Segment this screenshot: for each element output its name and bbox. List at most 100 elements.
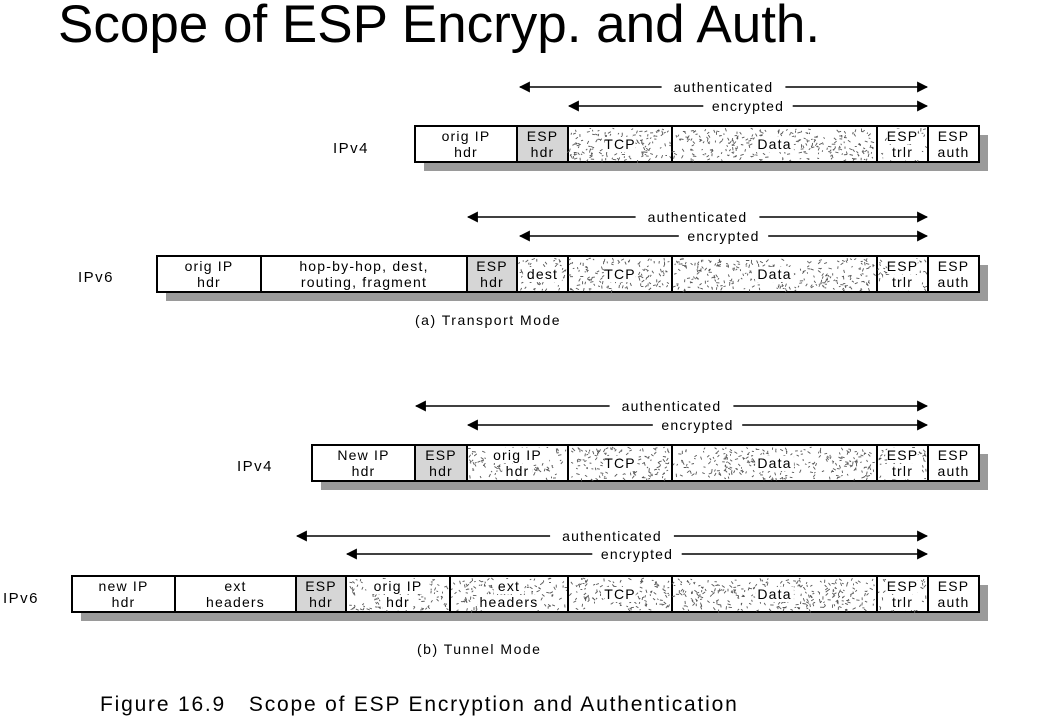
transport-mode-caption: (a) Transport Mode [415, 312, 561, 328]
field-text: ESP [305, 578, 337, 594]
field-text: hdr [197, 274, 221, 290]
field-text: headers [206, 594, 265, 610]
field-text: hdr [454, 144, 478, 160]
field-text: hdr [309, 594, 333, 610]
authenticated-arrow: authenticated [414, 398, 929, 414]
field-text: routing, fragment [301, 274, 427, 290]
field-text: Data [757, 586, 791, 602]
field-text: TCP [604, 586, 636, 602]
field-text: hdr [429, 463, 453, 479]
field-text: ESP [938, 578, 970, 594]
field-text: hdr [352, 463, 376, 479]
authenticated-arrow: authenticated [518, 79, 929, 95]
field-tcp: TCP [567, 444, 673, 482]
field-text: ext [498, 578, 520, 594]
field-text: ESP [887, 447, 919, 463]
row-label-ipv4: IPv4 [237, 458, 273, 475]
figure-caption: Figure 16.9 Scope of ESP Encryption and … [100, 693, 739, 716]
field-text: ESP [476, 258, 508, 274]
encrypted-arrow-label: encrypted [712, 98, 784, 114]
field-text: ESP [887, 578, 919, 594]
authenticated-arrow-label: authenticated [674, 79, 774, 95]
field-text: orig IP [374, 578, 423, 594]
field-hop-by-hop-dest-routing-fragment: hop-by-hop, dest,routing, fragment [260, 255, 468, 293]
field-dest: dest [516, 255, 569, 293]
authenticated-arrow-label: authenticated [648, 209, 748, 225]
field-text: New IP [337, 447, 389, 463]
field-text: trlr [892, 144, 913, 160]
field-text: hdr [386, 594, 410, 610]
field-text: TCP [604, 455, 636, 471]
row-label-ipv4: IPv4 [333, 140, 369, 157]
field-text: orig IP [442, 128, 491, 144]
field-text: trlr [892, 463, 913, 479]
field-data: Data [671, 125, 878, 163]
field-text: new IP [99, 578, 149, 594]
encrypted-arrow-label: encrypted [661, 417, 733, 433]
field-text: ESP [938, 447, 970, 463]
row-label-ipv6: IPv6 [78, 269, 114, 286]
field-text: ESP [887, 258, 919, 274]
field-text: hdr [112, 594, 136, 610]
field-text: headers [480, 594, 539, 610]
field-text: Data [757, 455, 791, 471]
field-text: trlr [892, 274, 913, 290]
encrypted-arrow: encrypted [567, 98, 929, 114]
field-tcp: TCP [567, 255, 673, 294]
encrypted-arrow: encrypted [518, 228, 929, 244]
row-label-ipv6: IPv6 [3, 590, 39, 607]
field-text: dest [527, 266, 558, 282]
field-text: orig IP [185, 258, 234, 274]
field-text: trlr [892, 594, 913, 610]
encrypted-arrow: encrypted [345, 546, 929, 562]
field-data: Data [671, 255, 878, 293]
field-data: Data [671, 575, 878, 613]
page-title: Scope of ESP Encryp. and Auth. [58, 0, 821, 54]
field-text: ext [224, 578, 246, 594]
field-text: Data [757, 136, 791, 152]
field-text: auth [937, 594, 969, 610]
field-text: Data [757, 266, 791, 282]
field-text: hdr [480, 274, 504, 290]
authenticated-arrow: authenticated [295, 528, 929, 544]
field-text: orig IP [493, 447, 542, 463]
authenticated-arrow: authenticated [466, 209, 929, 225]
field-text: hdr [531, 144, 555, 160]
field-tcp: TCP [566, 125, 673, 163]
field-text: ESP [887, 128, 919, 144]
field-text: auth [937, 274, 969, 290]
field-text: ESP [425, 447, 457, 463]
field-text: auth [937, 144, 969, 160]
field-text: hop-by-hop, dest, [299, 258, 428, 274]
encrypted-arrow: encrypted [466, 417, 929, 433]
field-text: TCP [604, 266, 636, 282]
field-text: TCP [604, 136, 636, 152]
field-text: hdr [506, 463, 530, 479]
encrypted-arrow-label: encrypted [687, 228, 759, 244]
authenticated-arrow-label: authenticated [622, 398, 722, 414]
field-text: ESP [938, 128, 970, 144]
authenticated-arrow-label: authenticated [562, 528, 662, 544]
